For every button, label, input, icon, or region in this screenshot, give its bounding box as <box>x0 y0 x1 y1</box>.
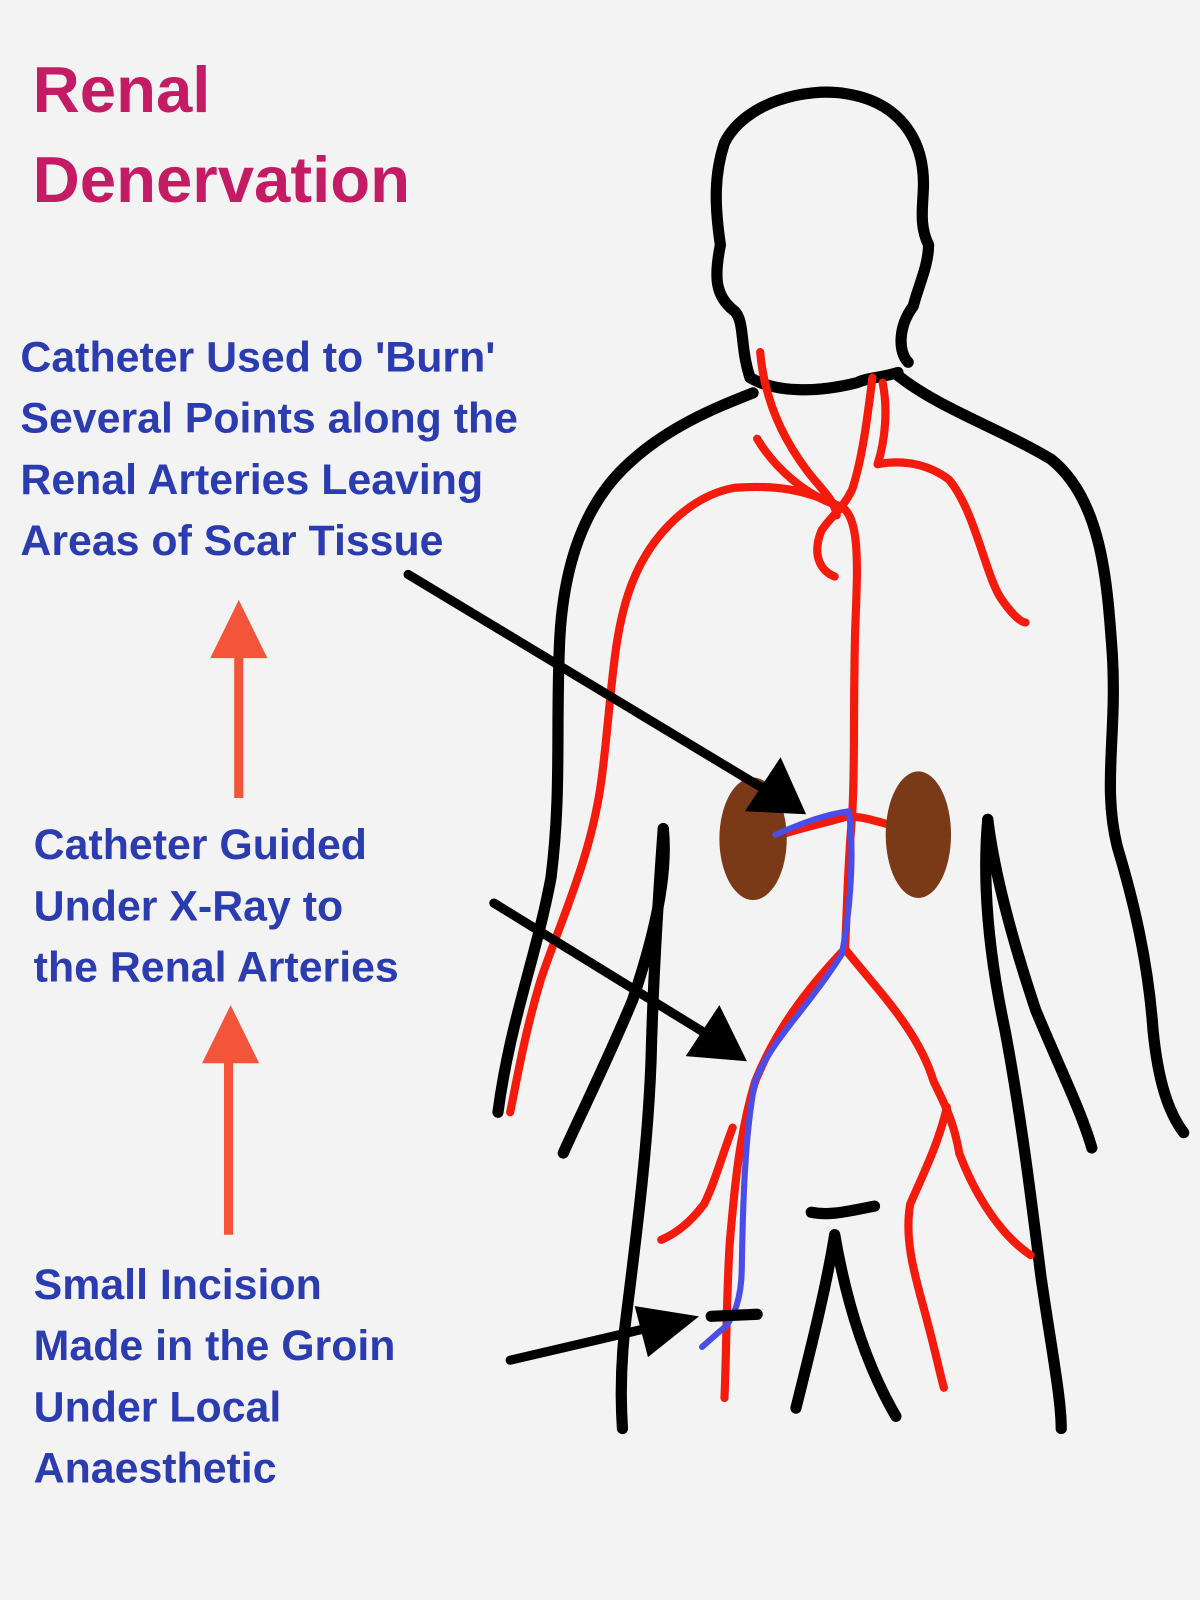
note-burn: Catheter Used to 'Burn' Several Points a… <box>20 333 518 565</box>
note-incision: Small Incision Made in the Groin Under L… <box>34 1261 396 1493</box>
incision-mark <box>705 1308 763 1322</box>
pointer-arrow-icon <box>403 569 807 815</box>
note-guided: Catheter Guided Under X-Ray to the Renal… <box>34 821 399 991</box>
catheter <box>698 808 855 1350</box>
note-line: the Renal Arteries <box>34 944 399 992</box>
title: Renal Denervation <box>33 53 410 216</box>
title-line: Denervation <box>33 143 410 216</box>
note-line: Several Points along the <box>20 395 518 443</box>
up-arrow-icon <box>202 1005 260 1235</box>
note-line: Small Incision <box>34 1261 322 1309</box>
pointer-arrow-icon <box>505 1306 699 1365</box>
note-line: Catheter Guided <box>34 821 367 869</box>
note-line: Under X-Ray to <box>34 882 343 930</box>
note-line: Catheter Used to 'Burn' <box>20 333 495 381</box>
right-kidney <box>885 771 952 898</box>
pointer-arrow-icon <box>489 898 747 1062</box>
note-line: Renal Arteries Leaving <box>20 456 483 504</box>
title-line: Renal <box>33 53 211 126</box>
note-line: Areas of Scar Tissue <box>20 517 443 565</box>
note-line: Made in the Groin <box>34 1322 396 1370</box>
note-line: Anaesthetic <box>34 1445 277 1493</box>
note-line: Under Local <box>34 1383 282 1431</box>
up-arrow-icon <box>210 600 268 798</box>
